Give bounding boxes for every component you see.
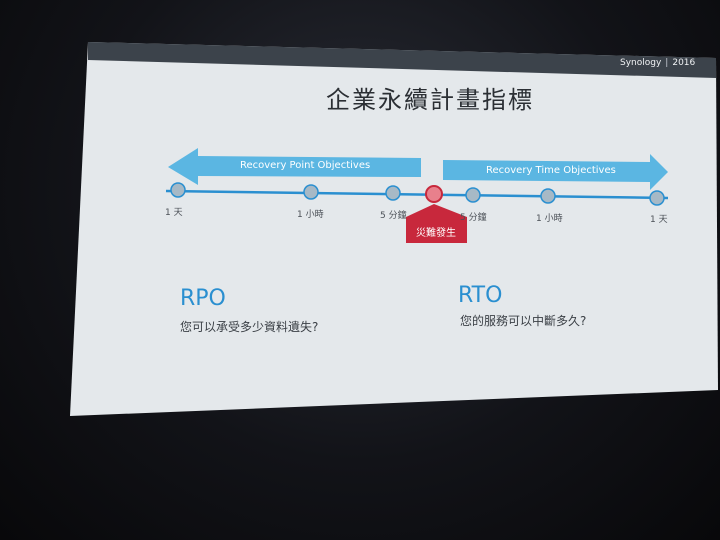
tick-label-1hour-left: 1 小時	[297, 210, 324, 220]
brand-separator: |	[665, 58, 669, 68]
brand-logo-text: Synology	[620, 58, 662, 68]
rto-question: 您的服務可以中斷多久?	[460, 314, 587, 328]
rto-arrow	[443, 154, 668, 190]
rpo-heading: RPO	[180, 286, 226, 311]
rpo-arrow-label: Recovery Point Objectives	[240, 160, 371, 171]
disaster-pentagon-badge	[406, 204, 467, 243]
tick-label-1day-left: 1 天	[165, 208, 183, 218]
timeline-node-1day-left	[170, 182, 186, 198]
brand-year: 2016	[672, 58, 696, 68]
slide-title: 企業永續計畫指標	[326, 86, 534, 114]
slide-surface	[70, 42, 718, 416]
disaster-label: 災難發生	[416, 228, 456, 239]
timeline-node-1day-right	[649, 190, 665, 206]
brand-mark: Synology|2016	[620, 58, 695, 68]
tick-label-1hour-right: 1 小時	[536, 214, 563, 224]
timeline-line	[165, 189, 669, 200]
rto-heading: RTO	[458, 283, 503, 308]
tick-label-1day-right: 1 天	[650, 215, 668, 225]
timeline-node-5min-left	[385, 185, 401, 201]
timeline-node-1hour-left	[303, 184, 319, 200]
timeline-node-5min-right	[465, 187, 481, 203]
disaster-node	[425, 185, 443, 203]
rto-arrow-label: Recovery Time Objectives	[486, 165, 616, 176]
rpo-arrow	[168, 148, 421, 185]
timeline-node-1hour-right	[540, 188, 556, 204]
tick-label-5min-left: 5 分鐘	[380, 211, 407, 221]
rpo-question: 您可以承受多少資料遺失?	[180, 320, 319, 334]
slide-header-bar	[88, 42, 716, 78]
tick-label-5min-right: 5 分鐘	[460, 213, 487, 223]
